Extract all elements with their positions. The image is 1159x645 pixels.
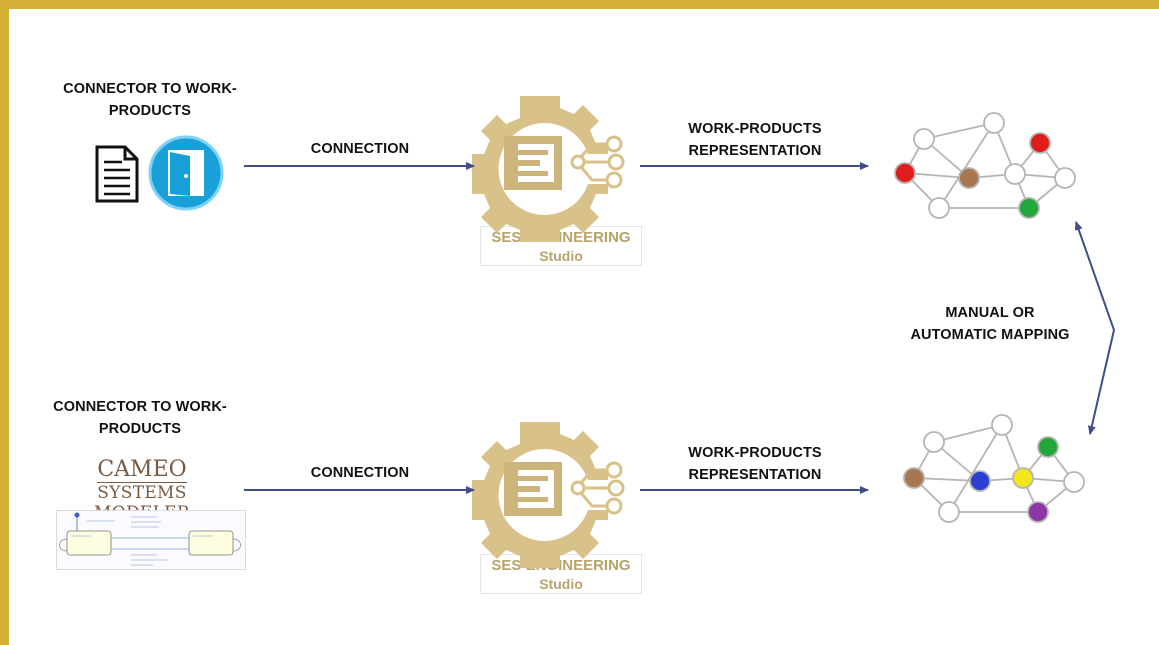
graph-1-node-green bbox=[1018, 197, 1040, 219]
graph-1-node bbox=[913, 128, 935, 150]
cameo-logo-line1: CAMEO bbox=[97, 457, 187, 482]
mapping-label: MANUAL OR AUTOMATIC MAPPING bbox=[910, 305, 1070, 343]
graph-2-node-blue bbox=[969, 470, 991, 492]
door-app-icon bbox=[148, 135, 224, 211]
graph-1-node-red bbox=[894, 162, 916, 184]
representation-label-2: WORK-PRODUCTS REPRESENTATION bbox=[688, 445, 822, 483]
graph-2-node-green bbox=[1037, 436, 1059, 458]
graph-2-node bbox=[991, 414, 1013, 436]
connection-label-1: CONNECTION bbox=[310, 141, 410, 157]
graph-1-node bbox=[983, 112, 1005, 134]
connector-title-1: CONNECTOR TO WORK- PRODUCTS bbox=[63, 81, 237, 119]
graph-1-nodes bbox=[894, 112, 1076, 219]
document-icon bbox=[95, 145, 139, 203]
graph-2-node-brown bbox=[903, 467, 925, 489]
graph-1-node bbox=[928, 197, 950, 219]
graph-2-node bbox=[923, 431, 945, 453]
ses-gear-logo-2 bbox=[470, 420, 625, 570]
connector-title-2: CONNECTOR TO WORK- PRODUCTS bbox=[53, 399, 227, 437]
graph-2-node-purple bbox=[1027, 501, 1049, 523]
graph-1-node bbox=[1004, 163, 1026, 185]
graph-1-node-brown bbox=[958, 167, 980, 189]
state-machine-thumbnail bbox=[56, 510, 246, 570]
state-machine-diagram bbox=[59, 512, 241, 566]
graph-2-node-yellow bbox=[1012, 467, 1034, 489]
graph-2-nodes bbox=[903, 414, 1085, 523]
graph-2-node bbox=[1063, 471, 1085, 493]
connection-label-2: CONNECTION bbox=[310, 465, 410, 481]
graph-1-node-red bbox=[1029, 132, 1051, 154]
graph-1-node bbox=[1054, 167, 1076, 189]
mapping-double-arrow bbox=[1074, 221, 1116, 435]
ses-studio-sub-2: Studio bbox=[539, 576, 583, 592]
ses-gear-logo-1 bbox=[470, 94, 625, 244]
ses-studio-sub-1: Studio bbox=[539, 248, 583, 264]
representation-label-1: WORK-PRODUCTS REPRESENTATION bbox=[688, 121, 822, 159]
graph-2-node bbox=[938, 501, 960, 523]
cameo-logo-rule bbox=[97, 482, 187, 483]
